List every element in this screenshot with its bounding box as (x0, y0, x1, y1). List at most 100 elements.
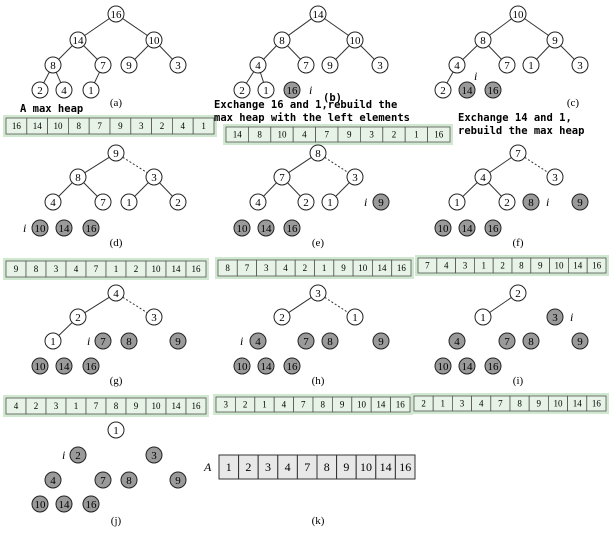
sorted-node (434, 219, 452, 237)
final-array-value: 9 (343, 460, 349, 474)
tree-edge (560, 45, 575, 60)
node-value: 14 (313, 9, 325, 21)
array-cell-value: 2 (243, 400, 248, 410)
tree-edge (94, 71, 100, 84)
panel-caption: (h) (312, 375, 325, 387)
node-value: 3 (577, 60, 583, 72)
tree-edge (58, 45, 73, 60)
sorted-node (31, 495, 49, 513)
node-value: 3 (175, 60, 181, 72)
heap-node (546, 168, 564, 186)
array-cell-value: 7 (498, 399, 503, 409)
array-cell-value: 10 (152, 264, 162, 274)
heap-node (69, 31, 87, 49)
node-value: 8 (528, 197, 534, 209)
node-value: 3 (151, 312, 157, 324)
array-cell-value: 10 (152, 401, 162, 411)
array-cell-value: 14 (573, 261, 583, 271)
tree-edge (84, 296, 110, 314)
heap-node (249, 193, 267, 211)
sorted-node (283, 81, 301, 99)
array-cell-value: 10 (54, 121, 64, 131)
node-value: 8 (480, 35, 486, 47)
array-cell-value: 1 (201, 121, 206, 131)
array-cell-value: 16 (396, 400, 406, 410)
tree-edge (489, 157, 512, 173)
node-value: 2 (239, 85, 245, 97)
heap-node (233, 81, 251, 99)
array-cell-value: 16 (434, 130, 444, 140)
heap-node (273, 168, 291, 186)
array-cell-value: 1 (482, 261, 487, 271)
sorted-node (571, 332, 589, 350)
sorted-node (169, 332, 187, 350)
array-cell-value: 16 (592, 261, 602, 271)
array-cell-value: 10 (278, 130, 288, 140)
tree-edge (159, 45, 173, 60)
tree-edge (287, 182, 301, 197)
array-cell-value: 2 (34, 401, 39, 411)
sorted-node (448, 332, 466, 350)
annotation-exchange-14-b: rebuild the max heap (458, 125, 584, 137)
sorted-node (169, 471, 187, 489)
array-cell-value: 14 (33, 121, 43, 131)
array-cell-value: 2 (421, 399, 426, 409)
node-value: 1 (50, 336, 56, 348)
index-i-label: i (309, 83, 312, 97)
tree-edge (287, 45, 301, 60)
node-value: 7 (515, 148, 521, 160)
heap-node (321, 193, 339, 211)
node-value: 4 (50, 475, 56, 487)
node-value: 7 (504, 60, 510, 72)
array-cell-value: 8 (519, 261, 524, 271)
annotation-exchange-16-b: max heap with the left elements (214, 112, 410, 124)
index-i-label: i (240, 334, 243, 348)
heap-node (509, 144, 527, 162)
node-value: 10 (237, 223, 249, 235)
array-cell-value: 14 (172, 264, 182, 274)
array-cell-value: 2 (303, 263, 308, 273)
heap-node (249, 56, 267, 74)
heap-node (69, 308, 87, 326)
node-value: 2 (175, 197, 181, 209)
heap-node (120, 193, 138, 211)
sorted-node (82, 495, 100, 513)
array-cell-value: 10 (554, 399, 564, 409)
array-cell (391, 259, 412, 277)
final-array-value: 14 (380, 460, 392, 474)
array-cell-value: 7 (94, 401, 99, 411)
array-cell-value: 3 (223, 400, 228, 410)
panel-b-label: (b) (323, 92, 342, 104)
heap-node (169, 193, 187, 211)
heap-node (145, 308, 163, 326)
sorted-node (94, 471, 112, 489)
sorted-node (498, 332, 516, 350)
sorted-node (82, 357, 100, 375)
sorted-node (297, 332, 315, 350)
array-cell-value: 9 (341, 263, 346, 273)
node-value: 14 (59, 499, 71, 511)
heap-node (273, 308, 291, 326)
panel-caption: (i) (513, 375, 524, 387)
sorted-node (434, 357, 452, 375)
array-cell-value: 4 (14, 401, 19, 411)
array-cell-value: 2 (392, 130, 397, 140)
node-value: 8 (327, 336, 333, 348)
node-value: 10 (350, 35, 362, 47)
index-i-label: i (87, 334, 90, 348)
node-value: 8 (279, 35, 285, 47)
node-value: 14 (261, 223, 273, 235)
array-cell-value: 1 (414, 130, 419, 140)
array-cell-value: 7 (97, 121, 102, 131)
heap-node (257, 81, 275, 99)
